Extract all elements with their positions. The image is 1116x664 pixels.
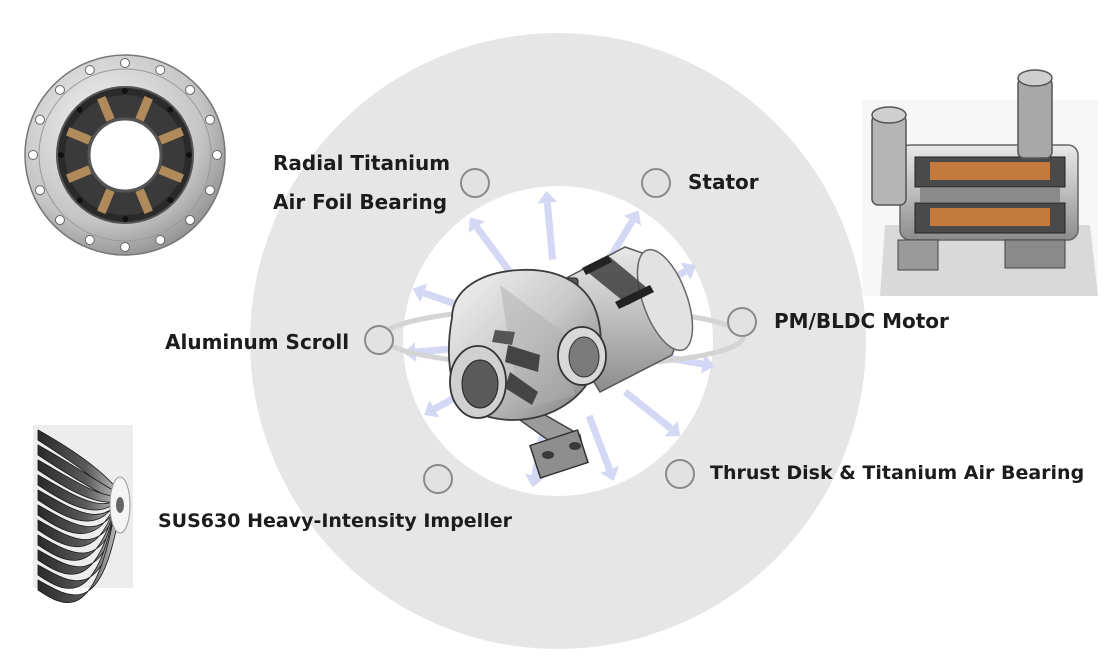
flange-hole <box>212 150 222 160</box>
flange-bolt <box>167 106 174 113</box>
label-thrust: Thrust Disk & Titanium Air Bearing <box>710 462 1085 484</box>
flange-hole <box>185 215 196 226</box>
label-radial-bearing: Radial Titanium Air Foil Bearing <box>273 153 450 212</box>
foil-pad <box>158 165 185 183</box>
motor-cutaway-photo <box>862 69 1098 296</box>
flange-hole <box>204 185 215 196</box>
arrow-icon <box>468 217 515 276</box>
foil-pad <box>97 95 115 122</box>
flange-hole <box>155 234 166 245</box>
flange-hole <box>35 114 46 125</box>
arrow-icon <box>585 414 619 481</box>
node-impeller <box>423 464 453 494</box>
flange-bolt <box>121 88 128 95</box>
label-scroll: Aluminum Scroll <box>165 330 350 354</box>
flange-hole <box>185 84 196 95</box>
bearing-flange-photo <box>24 54 226 256</box>
foil-pad <box>65 165 92 183</box>
node-thrust <box>665 459 695 489</box>
flange-hole <box>84 65 95 76</box>
flange-hole <box>204 114 215 125</box>
flange-hole <box>155 65 166 76</box>
flange-bolt <box>122 215 129 222</box>
flange-bolt <box>185 151 192 158</box>
flange-bolt <box>58 152 65 159</box>
label-stator: Stator <box>688 170 759 194</box>
flange-hole <box>54 215 65 226</box>
arrow-icon <box>622 389 681 437</box>
flange-hole <box>35 185 46 196</box>
node-markers <box>364 168 757 494</box>
node-stator <box>641 168 671 198</box>
node-radial-bearing <box>460 168 490 198</box>
label-impeller: SUS630 Heavy-Intensity Impeller <box>158 510 512 532</box>
label-radial-bearing-line1: Radial Titanium <box>273 151 451 175</box>
flange-hole <box>120 242 130 252</box>
flange-bolt <box>167 197 174 204</box>
label-radial-bearing-line2: Air Foil Bearing <box>273 190 448 214</box>
node-motor <box>727 307 757 337</box>
foil-pad <box>97 188 115 215</box>
foil-pad <box>135 95 153 122</box>
flange-bolt <box>76 106 83 113</box>
foil-pad <box>135 188 153 215</box>
flange-hole <box>28 150 38 160</box>
label-motor: PM/BLDC Motor <box>774 309 949 333</box>
foil-pad <box>65 127 92 145</box>
blower-assembly-render <box>448 246 694 479</box>
node-scroll <box>364 325 394 355</box>
impeller-photo <box>33 425 133 604</box>
flange-hole <box>120 58 130 68</box>
foil-pad <box>158 127 185 145</box>
flange-hole <box>84 234 95 245</box>
flange-bolt <box>76 197 83 204</box>
flange-hole <box>54 84 65 95</box>
arrow-icon <box>537 190 558 260</box>
